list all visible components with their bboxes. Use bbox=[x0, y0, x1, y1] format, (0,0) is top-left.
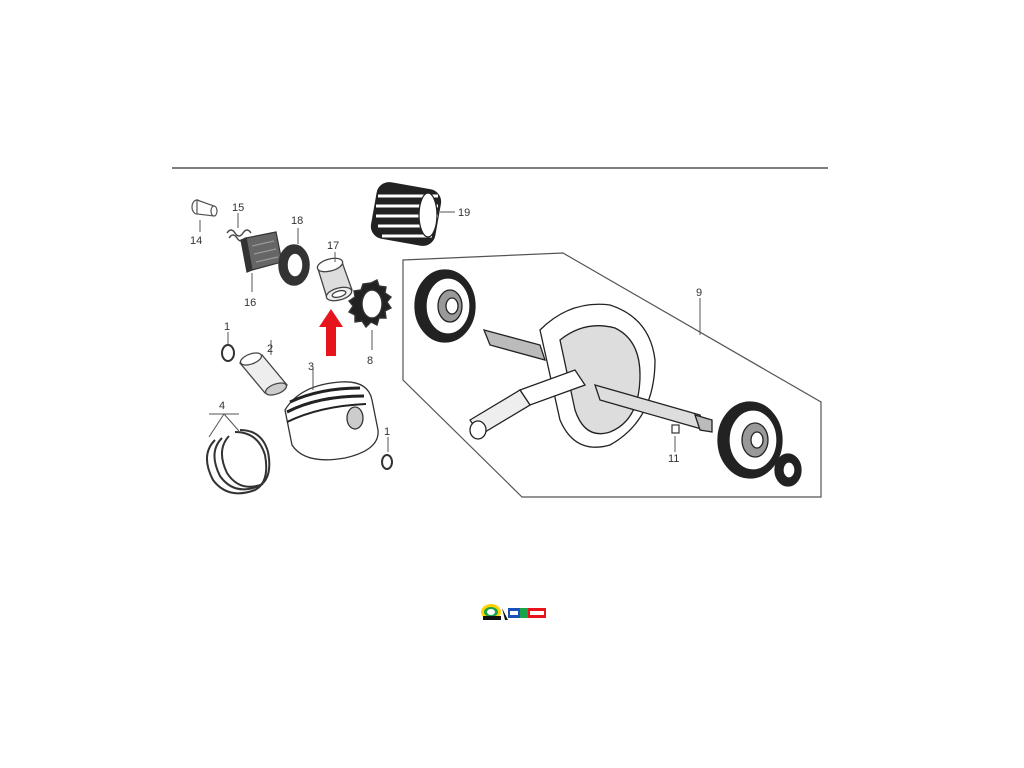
crankshaft-assembly-box bbox=[402, 252, 822, 498]
gear-part-19 bbox=[370, 182, 442, 246]
label-part-1-upper: 1 bbox=[224, 321, 230, 333]
left-bearing bbox=[414, 269, 476, 343]
brand-logo bbox=[480, 602, 550, 624]
circlip-part-1-lower bbox=[381, 454, 393, 470]
label-part-1-lower: 1 bbox=[384, 426, 390, 438]
label-part-17: 17 bbox=[327, 240, 339, 252]
highlight-arrow bbox=[319, 309, 343, 356]
label-part-15: 15 bbox=[232, 202, 244, 214]
ring-part-18 bbox=[278, 244, 310, 286]
circlip-part-1-upper bbox=[221, 344, 235, 362]
label-part-18: 18 bbox=[291, 215, 303, 227]
starter-clutch-part-16 bbox=[240, 231, 283, 273]
key-part-11 bbox=[671, 424, 680, 434]
piston-pin-part-2 bbox=[238, 352, 289, 396]
crankshaft bbox=[469, 303, 713, 448]
crank-nut bbox=[774, 453, 802, 487]
label-part-14: 14 bbox=[190, 235, 202, 247]
sprocket-part-8 bbox=[347, 279, 393, 329]
label-part-16: 16 bbox=[244, 297, 256, 309]
label-part-3: 3 bbox=[308, 361, 314, 373]
label-part-19: 19 bbox=[458, 207, 470, 219]
right-bearing bbox=[717, 401, 783, 479]
piston-rings-part-4 bbox=[206, 429, 271, 495]
label-part-4: 4 bbox=[219, 400, 225, 412]
brand-logo-graphic bbox=[481, 604, 546, 620]
piston-part-3 bbox=[284, 381, 379, 461]
label-part-2: 2 bbox=[267, 343, 273, 355]
label-part-8: 8 bbox=[367, 355, 373, 367]
bolt-part-14 bbox=[191, 199, 218, 217]
label-part-11: 11 bbox=[668, 453, 679, 465]
label-part-9: 9 bbox=[696, 287, 702, 299]
bushing-part-17 bbox=[316, 257, 353, 302]
